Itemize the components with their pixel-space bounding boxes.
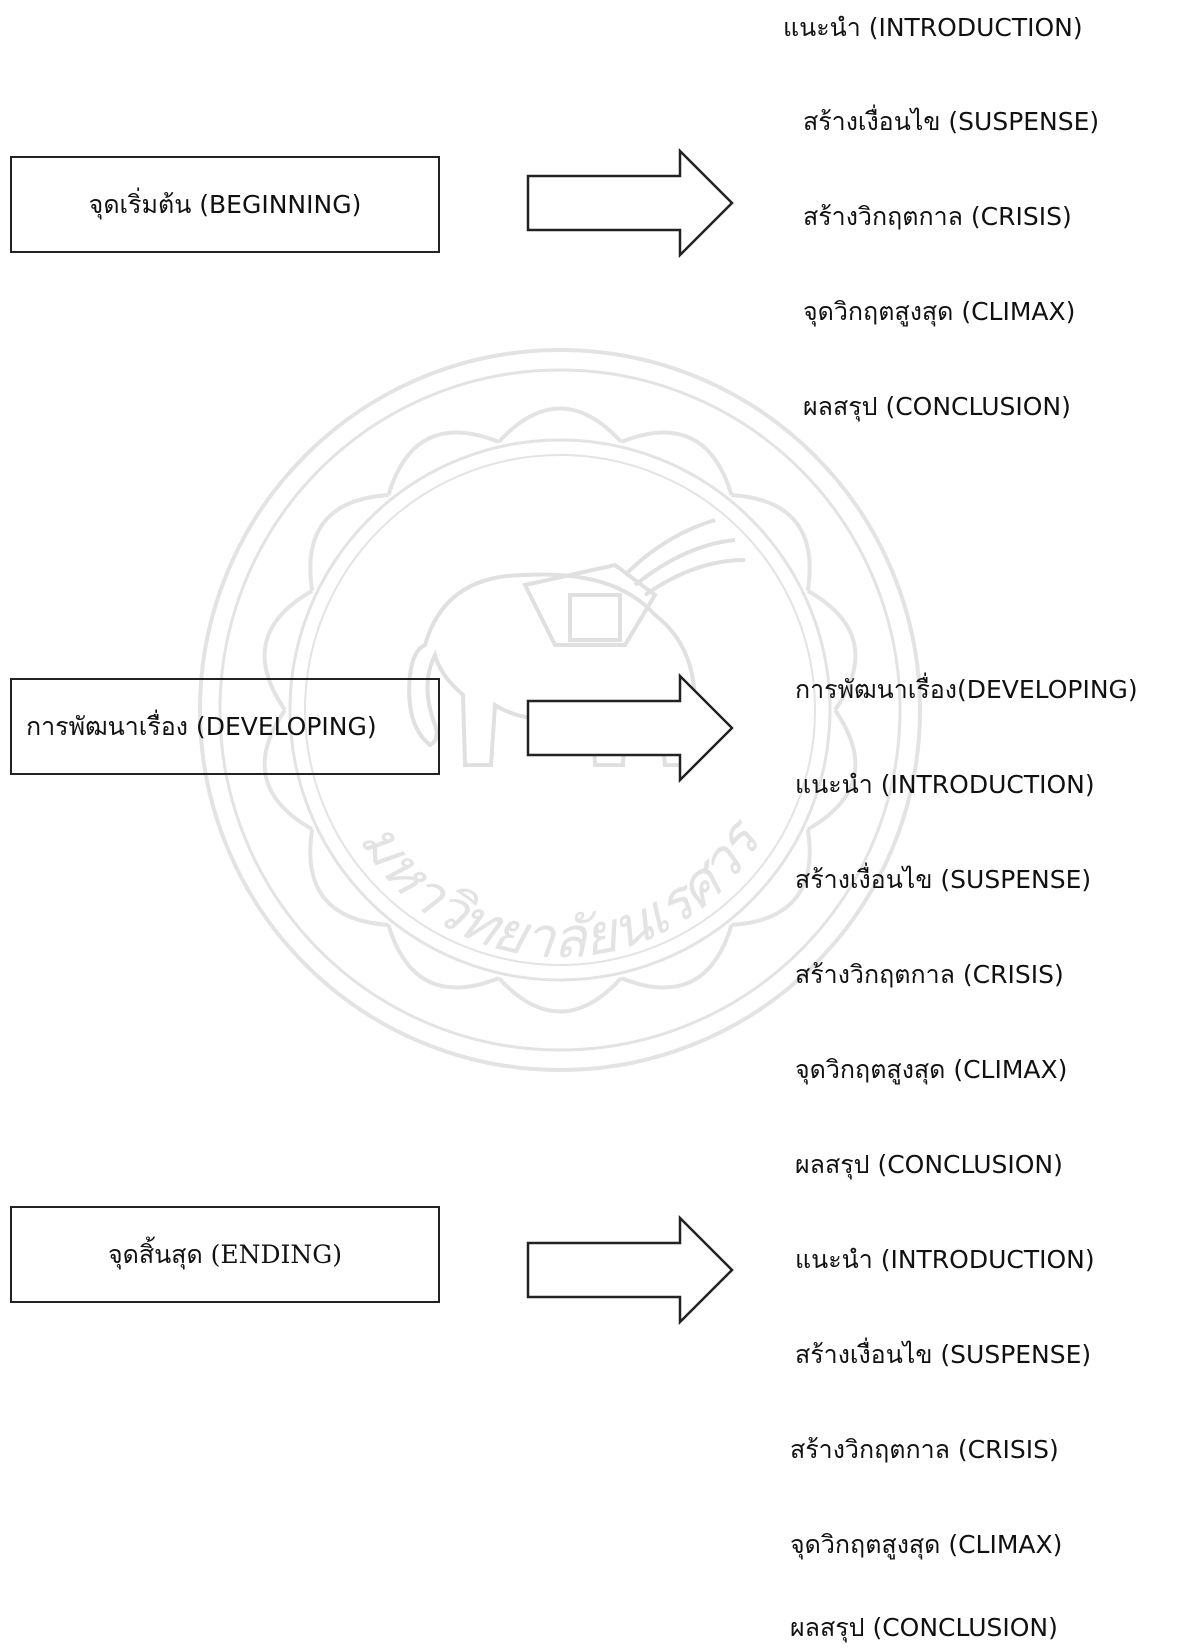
right-arrow-icon: [526, 673, 734, 783]
phase-item: สร้างวิกฤตกาล (CRISIS): [803, 202, 1072, 231]
stage-label-ending: จุดสิ้นสุด (ENDING): [107, 1239, 343, 1269]
seal-petal-ring: [262, 406, 858, 1014]
phase-item: แนะนำ (INTRODUCTION): [795, 1245, 1095, 1274]
stage-box-ending: จุดสิ้นสุด (ENDING): [10, 1206, 440, 1303]
svg-text:มหาวิทยาลัยนเรศวร: มหาวิทยาลัยนเรศวร: [347, 806, 777, 971]
phase-item: สร้างวิกฤตกาล (CRISIS): [790, 1435, 1059, 1464]
phase-item: สร้างเงื่อนไข (SUSPENSE): [803, 107, 1100, 136]
phase-item: สร้างเงื่อนไข (SUSPENSE): [795, 865, 1092, 894]
stage-box-beginning: จุดเริ่มต้น (BEGINNING): [10, 156, 440, 253]
phase-item: การพัฒนาเรื่อง(DEVELOPING): [795, 675, 1138, 704]
stage-label-beginning: จุดเริ่มต้น (BEGINNING): [88, 189, 362, 219]
right-arrow-icon: [526, 1215, 734, 1325]
elephant-icon: [407, 518, 746, 767]
phase-item: จุดวิกฤตสูงสุด (CLIMAX): [790, 1530, 1063, 1559]
phase-item: ผลสรุป (CONCLUSION): [795, 1150, 1063, 1179]
stage-box-developing: การพัฒนาเรื่อง (DEVELOPING): [10, 678, 440, 775]
phase-item: สร้างวิกฤตกาล (CRISIS): [795, 960, 1064, 989]
phase-item: จุดวิกฤตสูงสุด (CLIMAX): [795, 1055, 1068, 1084]
phase-item: แนะนำ (INTRODUCTION): [795, 770, 1095, 799]
phase-item: แนะนำ (INTRODUCTION): [783, 13, 1083, 42]
phase-item: ผลสรุป (CONCLUSION): [803, 392, 1071, 421]
watermark-text: มหาวิทยาลัยนเรศวร: [347, 806, 777, 971]
right-arrow-icon: [526, 148, 734, 258]
stage-label-developing: การพัฒนาเรื่อง (DEVELOPING): [26, 711, 377, 741]
phase-item: จุดวิกฤตสูงสุด (CLIMAX): [803, 297, 1076, 326]
university-seal-watermark: มหาวิทยาลัยนเรศวร: [198, 348, 922, 1072]
phase-item: สร้างเงื่อนไข (SUSPENSE): [795, 1340, 1092, 1369]
phase-item: ผลสรุป (CONCLUSION): [790, 1613, 1058, 1642]
